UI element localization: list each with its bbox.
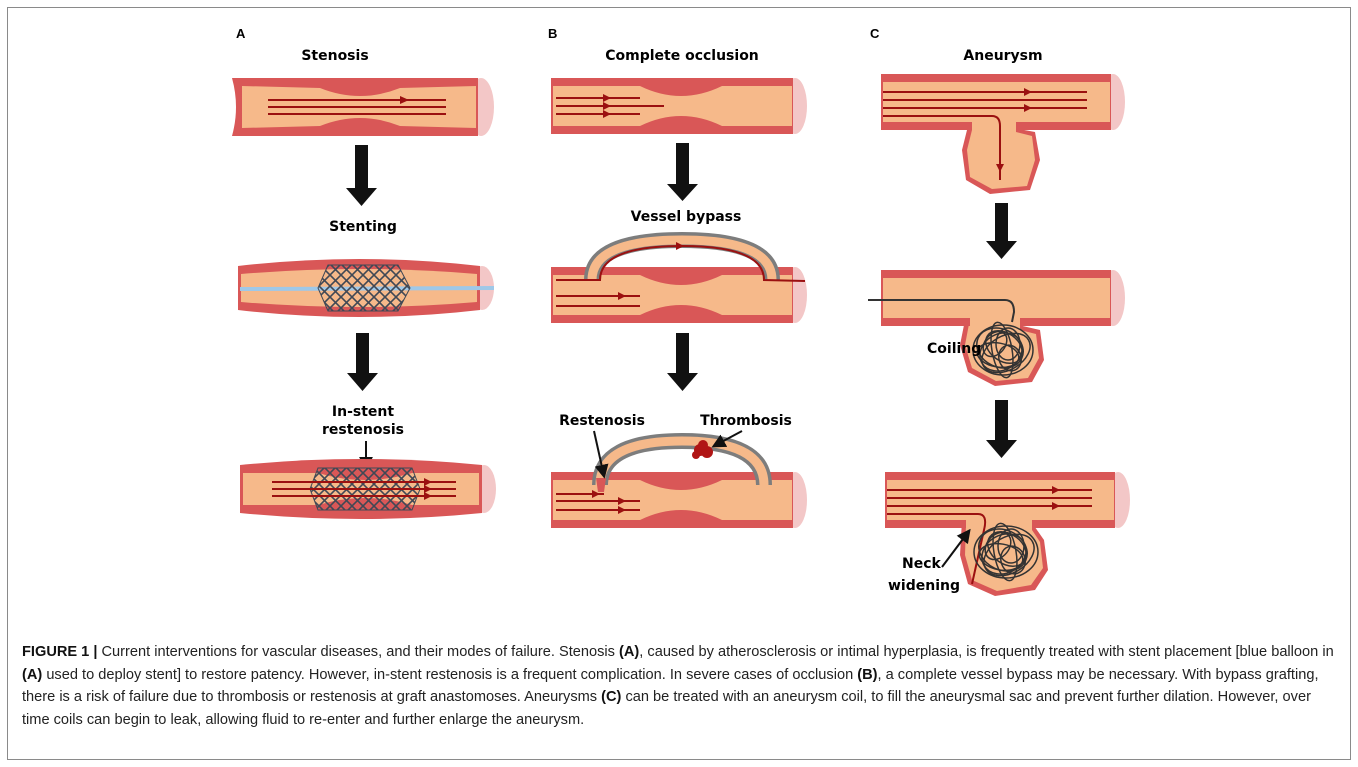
panel-b: B Complete occlusion Vessel bypass [548, 26, 807, 528]
stenting-label: Stenting [329, 219, 397, 235]
panel-a-letter: A [236, 26, 246, 41]
panel-c: C Aneurysm [868, 26, 1130, 596]
figure-diagram: A Stenosis Stenting [0, 0, 1358, 640]
stented-vessel [238, 259, 494, 317]
stenosis-vessel [232, 78, 494, 136]
arrow-down-icon [986, 203, 1017, 259]
occluded-vessel [551, 78, 807, 134]
failed-bypass-vessel [551, 440, 807, 528]
panel-a: A Stenosis Stenting [232, 26, 496, 519]
caption-ref-a: (A) [619, 644, 639, 660]
arrow-down-icon [667, 333, 698, 391]
restenosis-failure-label: Restenosis [559, 413, 645, 429]
bypass-vessel [551, 240, 807, 323]
panel-b-title: Complete occlusion [605, 48, 759, 64]
vessel-bypass-label: Vessel bypass [631, 209, 742, 225]
restenosis-label: restenosis [322, 422, 404, 438]
panel-a-title: Stenosis [301, 48, 368, 64]
panel-b-letter: B [548, 26, 557, 41]
widening-label: widening [888, 578, 960, 594]
in-stent-label: In-stent [332, 404, 394, 420]
arrow-down-icon [986, 400, 1017, 458]
caption-text-3: used to deploy stent] to restore patency… [42, 667, 857, 683]
neck-label: Neck [902, 556, 942, 572]
caption-text-2: , caused by atherosclerosis or intimal h… [639, 644, 1333, 660]
caption-ref-c: (C) [601, 689, 621, 705]
arrow-down-icon [347, 333, 378, 391]
caption-text-1: Current interventions for vascular disea… [97, 644, 619, 660]
arrow-down-icon [346, 145, 377, 206]
aneurysm-vessel [881, 74, 1125, 194]
restenosis-vessel [240, 459, 496, 519]
caption-ref-a-2: (A) [22, 667, 42, 683]
panel-c-letter: C [870, 26, 880, 41]
panel-c-title: Aneurysm [963, 48, 1042, 64]
caption-label: FIGURE 1 | [22, 644, 97, 660]
arrow-down-icon [667, 143, 698, 201]
coiled-aneurysm-vessel [868, 270, 1125, 386]
coiling-label: Coiling [927, 341, 981, 357]
caption-ref-b: (B) [857, 667, 877, 683]
thrombosis-label: Thrombosis [700, 413, 792, 429]
figure-caption: FIGURE 1 | Current interventions for vas… [22, 641, 1340, 731]
